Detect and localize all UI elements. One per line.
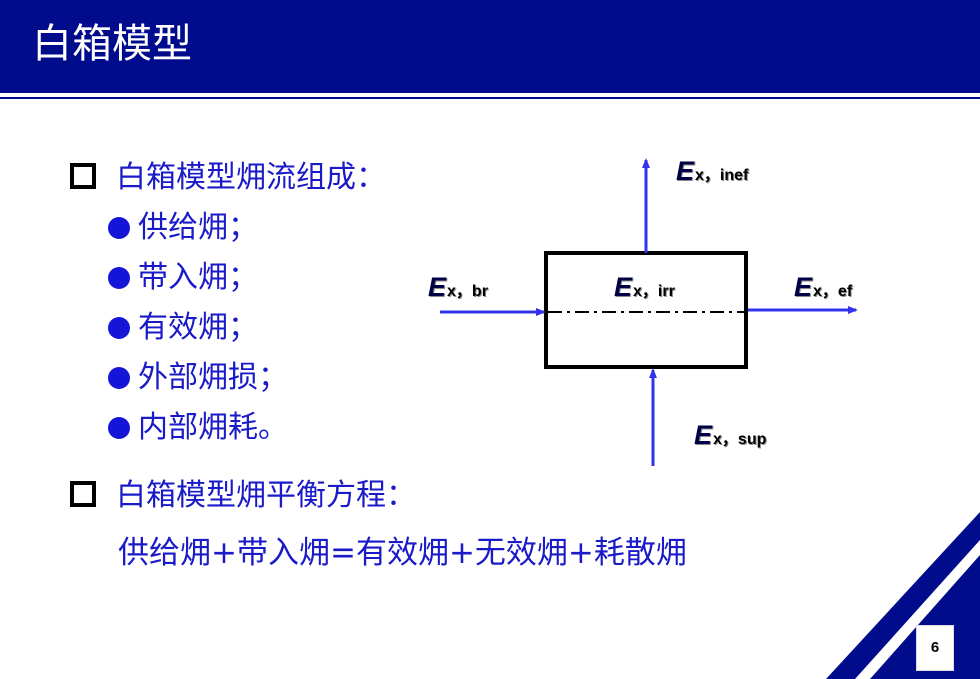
- label-ex-inef: Ex，inef: [676, 156, 748, 187]
- list-item-text: 有效㶲；: [138, 310, 258, 345]
- list-item-text: 内部㶲耗。: [138, 410, 288, 445]
- label-ex-br: Ex，br: [428, 272, 488, 303]
- list-item-text: 供给㶲；: [138, 210, 258, 245]
- list-item-text: 带入㶲；: [138, 260, 258, 295]
- label-subscript: x，br: [447, 283, 488, 300]
- label-subscript: x，irr: [633, 283, 675, 300]
- bullet-dot-icon: [108, 267, 130, 289]
- label-ex-sup: Ex，sup: [694, 420, 766, 451]
- title-rule-thick: [0, 88, 980, 93]
- label-symbol: E: [694, 420, 713, 450]
- label-ex-ef: Ex，ef: [794, 272, 852, 303]
- bullet-dot-icon: [108, 367, 130, 389]
- balance-equation: 供给㶲+带入㶲=有效㶲+无效㶲+耗散㶲: [118, 535, 687, 571]
- title-rule-thin: [0, 97, 980, 99]
- title-bar: 白箱模型: [0, 0, 980, 88]
- label-subscript: x，sup: [713, 431, 767, 448]
- list-item: 供给㶲；: [108, 210, 258, 246]
- square-bullet-icon: [70, 163, 96, 189]
- section1-heading: 白箱模型㶲流组成：: [70, 160, 386, 196]
- label-subscript: x，ef: [813, 283, 853, 300]
- system-box: [544, 251, 748, 369]
- section2-heading-text: 白箱模型㶲平衡方程：: [116, 478, 416, 513]
- page-number: 6: [916, 625, 954, 671]
- list-item: 外部㶲损；: [108, 360, 288, 396]
- label-symbol: E: [614, 272, 633, 302]
- label-symbol: E: [428, 272, 447, 302]
- list-item: 有效㶲；: [108, 310, 258, 346]
- label-subscript: x，inef: [695, 167, 749, 184]
- list-item: 带入㶲；: [108, 260, 258, 296]
- list-item: 内部㶲耗。: [108, 410, 288, 446]
- label-ex-irr: Ex，irr: [614, 272, 675, 303]
- section2-heading: 白箱模型㶲平衡方程：: [70, 478, 416, 514]
- list-item-text: 外部㶲损；: [138, 360, 288, 395]
- label-symbol: E: [676, 156, 695, 186]
- bullet-dot-icon: [108, 417, 130, 439]
- bullet-dot-icon: [108, 217, 130, 239]
- slide-title: 白箱模型: [32, 21, 192, 67]
- square-bullet-icon: [70, 481, 96, 507]
- bullet-dot-icon: [108, 317, 130, 339]
- label-symbol: E: [794, 272, 813, 302]
- section1-heading-text: 白箱模型㶲流组成：: [116, 160, 386, 195]
